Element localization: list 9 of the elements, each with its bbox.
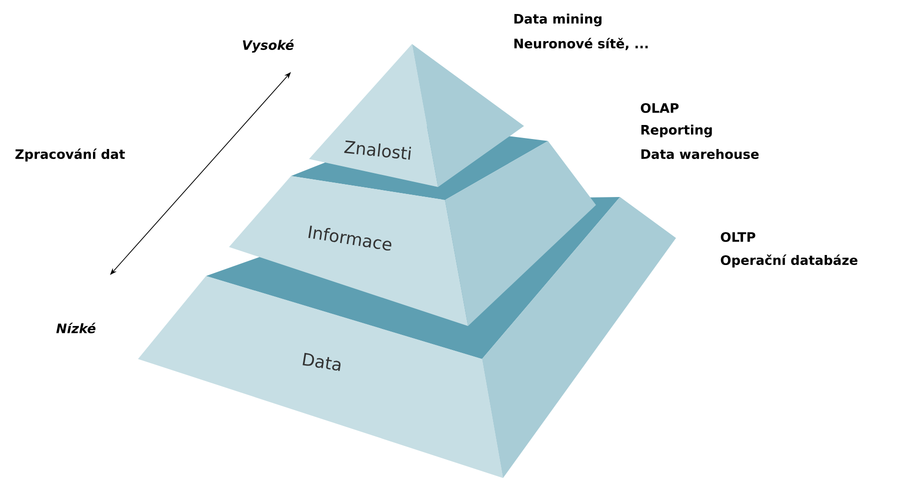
label: Nízké — [56, 322, 96, 334]
label: Operační databáze — [720, 254, 858, 268]
label: Vysoké — [242, 39, 294, 53]
label: Reporting — [641, 124, 712, 138]
label: Data warehouse — [641, 148, 759, 160]
label: OLAP — [640, 103, 679, 113]
label: OLTP — [720, 232, 756, 242]
label: Data mining — [514, 14, 602, 26]
label: Zpracování dat — [15, 148, 125, 162]
